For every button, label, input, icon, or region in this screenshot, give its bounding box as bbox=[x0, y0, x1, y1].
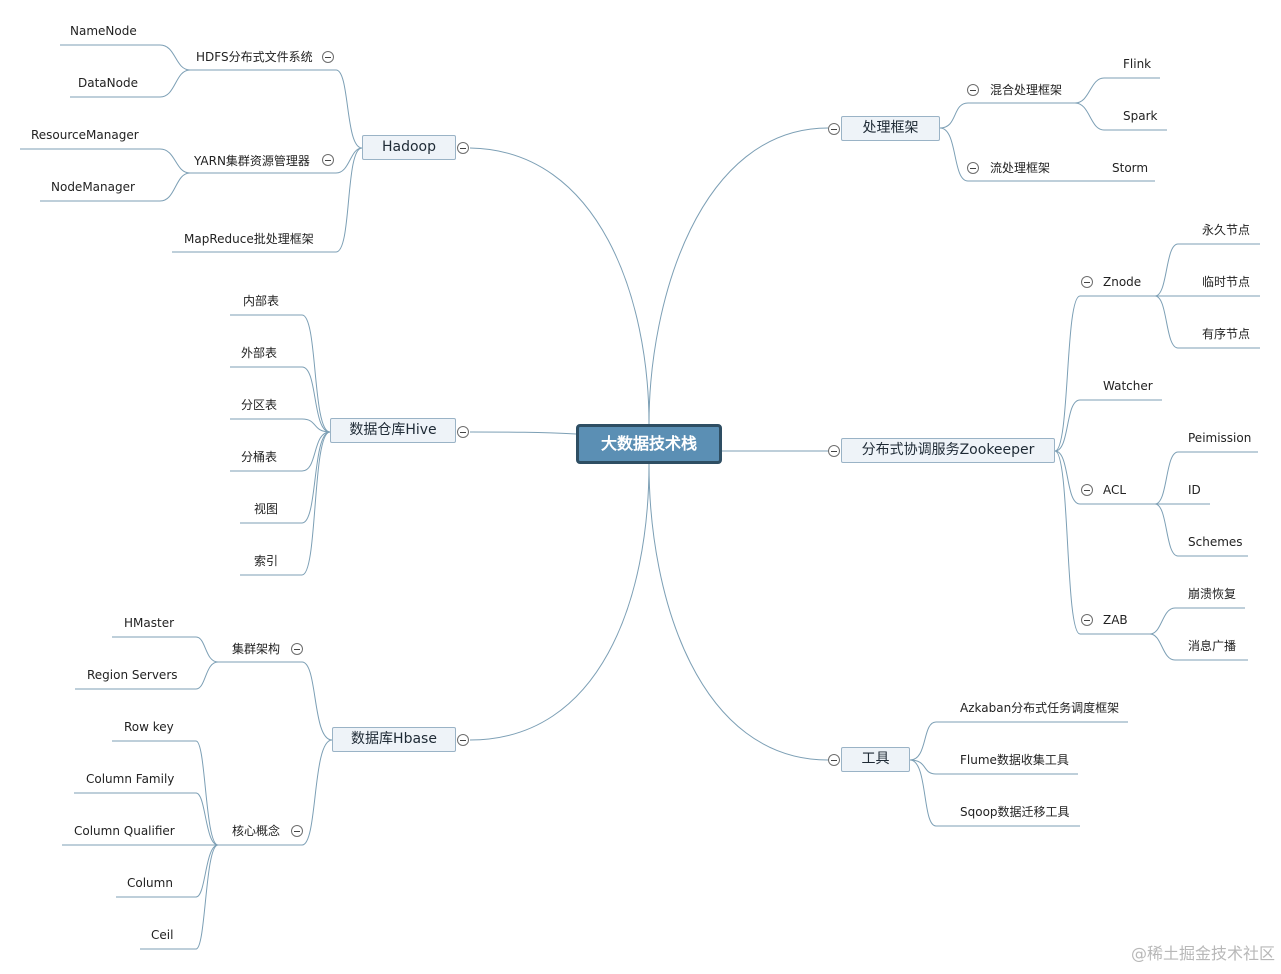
node-mapreduce[interactable]: MapReduce批处理框架 bbox=[184, 232, 314, 246]
branch-hadoop[interactable]: Hadoop bbox=[362, 135, 456, 160]
collapse-toggle-hdfs[interactable] bbox=[322, 51, 334, 63]
connector-root-hbase bbox=[469, 463, 650, 741]
node-flume[interactable]: Flume数据收集工具 bbox=[960, 753, 1069, 767]
node-sqoop[interactable]: Sqoop数据迁移工具 bbox=[960, 805, 1070, 819]
node-permission[interactable]: Peimission bbox=[1188, 431, 1252, 445]
branch-tools[interactable]: 工具 bbox=[841, 747, 910, 772]
node-hive-external-table[interactable]: 外部表 bbox=[241, 346, 278, 360]
collapse-toggle-yarn[interactable] bbox=[322, 154, 334, 166]
node-column-family[interactable]: Column Family bbox=[86, 772, 175, 786]
node-region-servers[interactable]: Region Servers bbox=[87, 668, 178, 682]
node-azkaban[interactable]: Azkaban分布式任务调度框架 bbox=[960, 701, 1120, 715]
branch-hive[interactable]: 数据仓库Hive bbox=[330, 418, 456, 443]
collapse-toggle-hbase-cluster[interactable] bbox=[291, 643, 303, 655]
node-hbase-cluster[interactable]: 集群架构 bbox=[232, 642, 281, 656]
node-storm[interactable]: Storm bbox=[1112, 161, 1149, 175]
collapse-toggle-hadoop[interactable] bbox=[457, 142, 469, 154]
branch-zookeeper[interactable]: 分布式协调服务Zookeeper bbox=[841, 438, 1055, 463]
node-column[interactable]: Column bbox=[127, 876, 173, 890]
node-hive-internal-table[interactable]: 内部表 bbox=[243, 294, 280, 308]
node-flink[interactable]: Flink bbox=[1123, 57, 1152, 71]
collapse-toggle-stream[interactable] bbox=[967, 162, 979, 174]
node-znode[interactable]: Znode bbox=[1103, 275, 1142, 289]
node-resourcemanager[interactable]: ResourceManager bbox=[31, 128, 139, 142]
node-message-broadcast[interactable]: 消息广播 bbox=[1188, 639, 1237, 653]
connector-root-tools bbox=[648, 463, 829, 761]
collapse-toggle-hbase[interactable] bbox=[457, 734, 469, 746]
node-watcher[interactable]: Watcher bbox=[1103, 379, 1153, 393]
node-id[interactable]: ID bbox=[1188, 483, 1201, 497]
collapse-toggle-hbase-concepts[interactable] bbox=[291, 825, 303, 837]
node-schemes[interactable]: Schemes bbox=[1188, 535, 1243, 549]
node-hive-index[interactable]: 索引 bbox=[254, 554, 279, 568]
node-hive-view[interactable]: 视图 bbox=[254, 502, 279, 516]
node-hive-bucket-table[interactable]: 分桶表 bbox=[241, 450, 278, 464]
node-crash-recovery[interactable]: 崩溃恢复 bbox=[1188, 587, 1237, 601]
node-ephemeral-node[interactable]: 临时节点 bbox=[1202, 275, 1251, 289]
node-row-key[interactable]: Row key bbox=[124, 720, 174, 734]
node-yarn[interactable]: YARN集群资源管理器 bbox=[194, 154, 310, 168]
root-node[interactable]: 大数据技术栈 bbox=[576, 424, 722, 464]
node-datanode[interactable]: DataNode bbox=[78, 76, 138, 90]
collapse-toggle-zab[interactable] bbox=[1081, 614, 1093, 626]
node-nodemanager[interactable]: NodeManager bbox=[51, 180, 135, 194]
collapse-toggle-hybrid[interactable] bbox=[967, 84, 979, 96]
collapse-toggle-znode[interactable] bbox=[1081, 276, 1093, 288]
node-acl[interactable]: ACL bbox=[1103, 483, 1127, 497]
node-persistent-node[interactable]: 永久节点 bbox=[1202, 223, 1251, 237]
node-sequential-node[interactable]: 有序节点 bbox=[1202, 327, 1251, 341]
collapse-toggle-acl[interactable] bbox=[1081, 484, 1093, 496]
node-hive-partition-table[interactable]: 分区表 bbox=[241, 398, 278, 412]
node-ceil[interactable]: Ceil bbox=[151, 928, 174, 942]
collapse-toggle-hive[interactable] bbox=[457, 426, 469, 438]
connector-root-hadoop bbox=[469, 147, 650, 425]
node-hybrid-processing[interactable]: 混合处理框架 bbox=[990, 83, 1063, 97]
collapse-toggle-tools[interactable] bbox=[828, 754, 840, 766]
node-spark[interactable]: Spark bbox=[1123, 109, 1158, 123]
node-hbase-concepts[interactable]: 核心概念 bbox=[232, 824, 281, 838]
collapse-toggle-processing[interactable] bbox=[828, 123, 840, 135]
node-hdfs[interactable]: HDFS分布式文件系统 bbox=[196, 50, 313, 64]
node-stream-processing[interactable]: 流处理框架 bbox=[990, 161, 1051, 175]
watermark: @稀土掘金技术社区 bbox=[1130, 944, 1275, 963]
branch-hbase[interactable]: 数据库Hbase bbox=[332, 727, 456, 752]
node-hmaster[interactable]: HMaster bbox=[124, 616, 175, 630]
connector-root-hive bbox=[469, 431, 577, 435]
collapse-toggle-zookeeper[interactable] bbox=[828, 445, 840, 457]
branch-processing[interactable]: 处理框架 bbox=[841, 116, 940, 141]
connector-root-processing bbox=[648, 127, 829, 425]
node-column-qualifier[interactable]: Column Qualifier bbox=[74, 824, 175, 838]
node-namenode[interactable]: NameNode bbox=[70, 24, 137, 38]
node-zab[interactable]: ZAB bbox=[1103, 613, 1128, 627]
